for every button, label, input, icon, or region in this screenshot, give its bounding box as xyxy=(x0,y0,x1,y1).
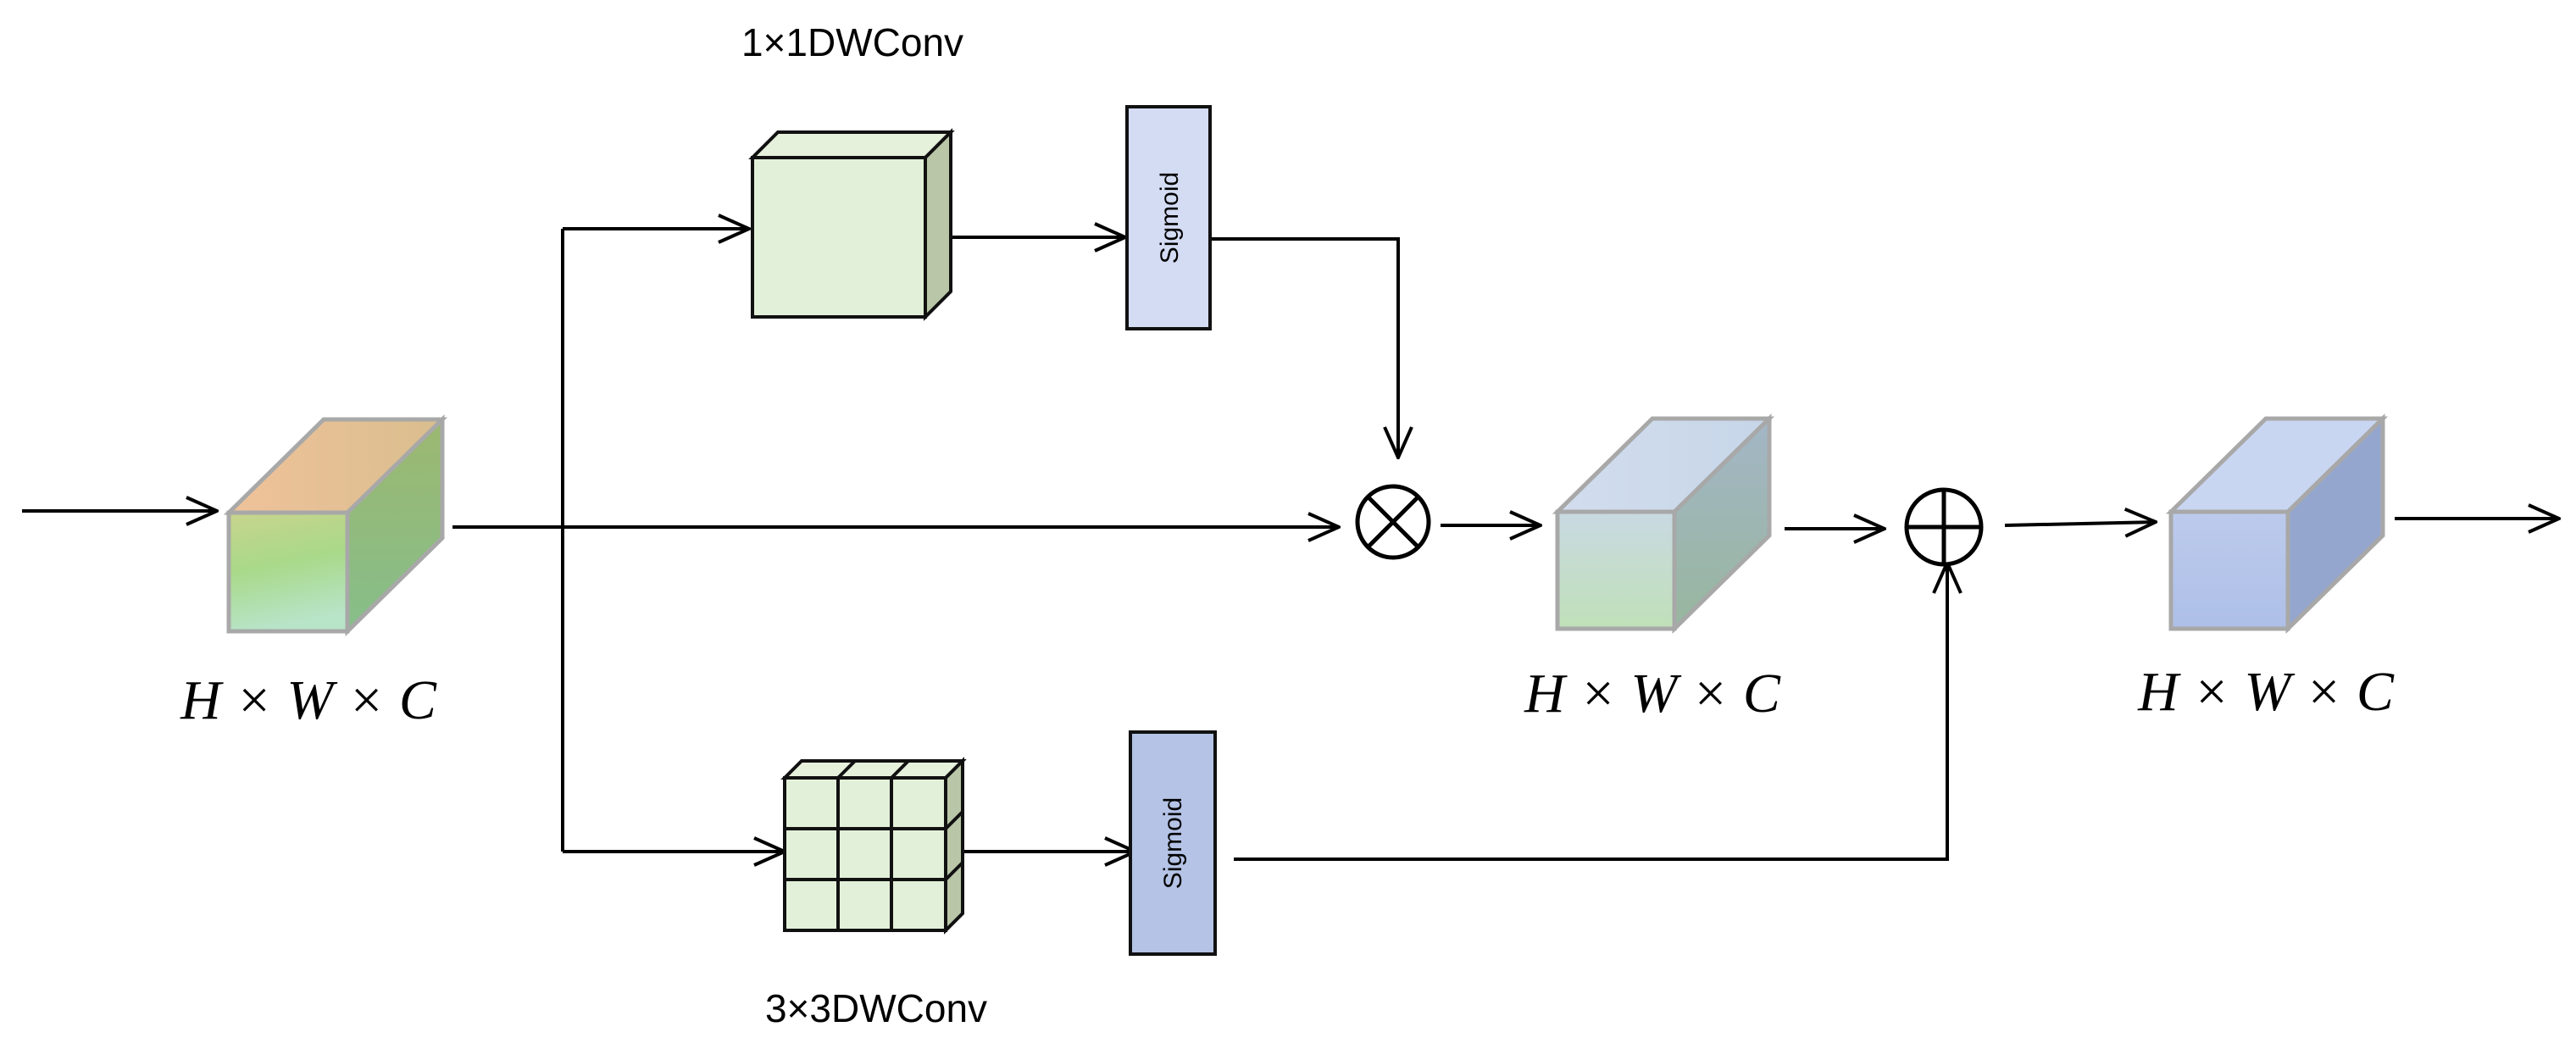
connectors xyxy=(22,229,2559,859)
add-operator-icon xyxy=(1904,487,1984,567)
middle-feature-cube xyxy=(1552,413,1775,634)
arrow-sigmoid-to-multiply xyxy=(1212,237,1398,458)
output-feature-cube xyxy=(2165,413,2389,634)
sigmoid-top-block: Sigmoid xyxy=(1125,105,1212,330)
conv1x1-label: 1×1DWConv xyxy=(741,20,963,64)
middle-dims-label: H × W × C xyxy=(1524,663,1781,724)
sigmoid-top-label: Sigmoid xyxy=(1156,172,1184,264)
sigmoid-bottom-block: Sigmoid xyxy=(1129,730,1217,956)
arrow-sigmoid-to-add xyxy=(1234,563,1947,861)
conv3x3-label: 3×3DWConv xyxy=(765,986,987,1030)
conv1x1-block xyxy=(748,128,955,321)
multiply-operator-icon xyxy=(1355,484,1431,560)
output-dims-label: H × W × C xyxy=(2137,661,2395,723)
arrow-add-to-output xyxy=(2004,522,2156,525)
input-dims-label: H × W × C xyxy=(180,669,437,731)
conv3x3-block xyxy=(780,757,967,935)
sigmoid-bottom-label: Sigmoid xyxy=(1159,797,1187,889)
input-feature-cube xyxy=(223,414,448,636)
